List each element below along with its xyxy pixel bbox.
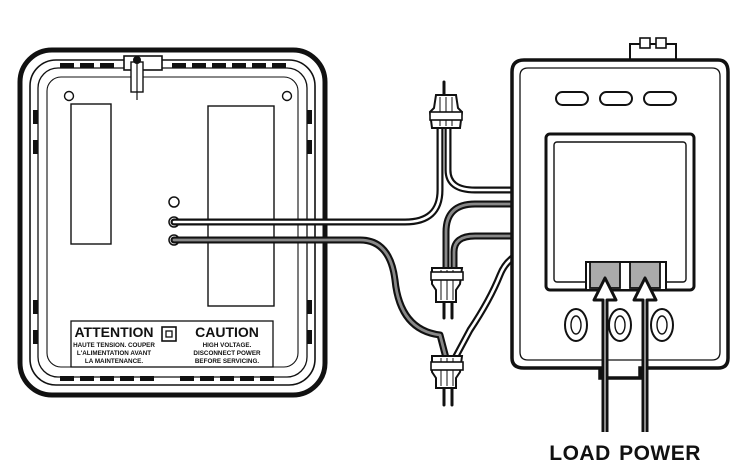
caution-title: CAUTION (195, 324, 259, 340)
power-label: POWER (619, 442, 701, 465)
wall-box (510, 37, 730, 380)
attention-title: ATTENTION (74, 324, 153, 340)
wire-nut-middle (430, 267, 464, 303)
caution-line-2: DISCONNECT POWER (193, 350, 261, 357)
attention-line-2: L'ALIMENTATION AVANT (77, 350, 151, 357)
attention-line-1: HAUTE TENSION. COUPER (73, 342, 155, 349)
power-arrow (632, 276, 658, 432)
wire-nut-top (428, 94, 464, 129)
load-label: LOAD (549, 442, 611, 465)
wire-nut-bottom (430, 355, 464, 389)
load-arrow (592, 276, 618, 432)
attention-line-3: LA MAINTENANCE. (85, 358, 143, 365)
caution-line-1: HIGH VOLTAGE. (203, 342, 252, 349)
caution-line-3: BEFORE SERVICING. (195, 358, 260, 365)
